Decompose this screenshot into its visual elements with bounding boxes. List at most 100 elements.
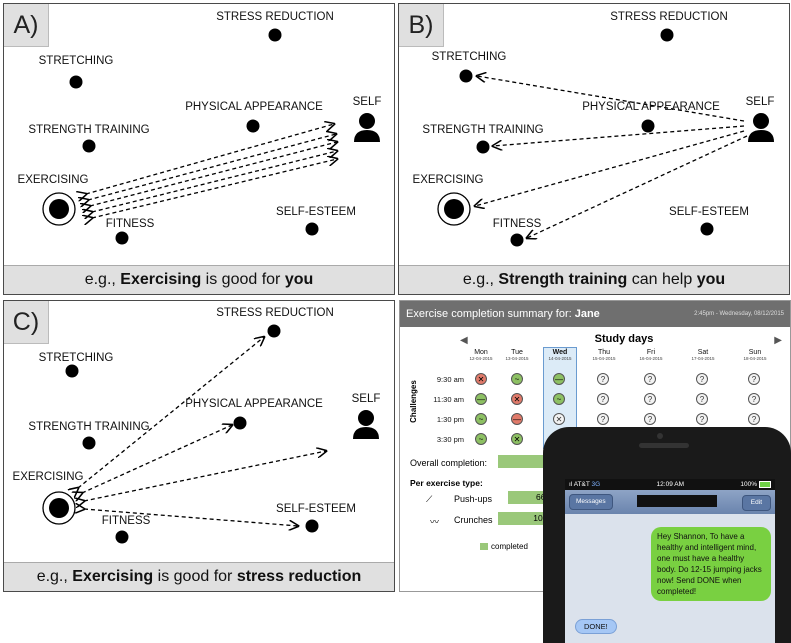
battery-icon xyxy=(758,480,771,488)
pushups-icon: ⟋ xyxy=(426,494,433,504)
next-week-arrow-icon[interactable]: ▶ xyxy=(774,335,782,346)
caption: e.g., Strength training can help you xyxy=(399,265,789,294)
pushups-label: Push-ups xyxy=(454,494,493,504)
battery-percent: 100% xyxy=(740,481,757,489)
cell-pending[interactable]: ? xyxy=(644,393,656,405)
nav-bar: Messages Edit xyxy=(565,490,775,514)
status-bar: ıl AT&T 3G 12:09 AM 100% xyxy=(565,479,775,490)
cell-completed[interactable]: ~ xyxy=(475,433,487,445)
label-self: SELF xyxy=(351,393,381,405)
messages-back-button[interactable]: Messages xyxy=(569,494,613,510)
label-strength-training: STRENGTH TRAINING xyxy=(28,124,150,136)
crunches-label: Crunches xyxy=(454,515,493,525)
overall-completion-label: Overall completion: xyxy=(410,458,488,468)
cell-pending[interactable]: ? xyxy=(696,373,708,385)
cell-completed[interactable]: — xyxy=(475,393,487,405)
cell-pending[interactable]: ? xyxy=(644,373,656,385)
label-exercising: EXERCISING xyxy=(412,174,484,186)
node-self-esteem xyxy=(700,222,714,236)
node-exercising xyxy=(49,498,69,518)
cell-pending[interactable]: ? xyxy=(597,393,609,405)
self-person-icon xyxy=(354,113,380,142)
node-stretching xyxy=(65,364,79,378)
node-self-esteem xyxy=(305,519,319,533)
label-physical-appearance: PHYSICAL APPEARANCE xyxy=(582,101,720,113)
concept-diagram xyxy=(42,324,379,544)
label-stretching: STRETCHING xyxy=(38,352,114,364)
node-strength-training xyxy=(82,436,96,450)
label-physical-appearance: PHYSICAL APPEARANCE xyxy=(185,101,323,113)
contact-name-redacted xyxy=(637,495,717,507)
prev-week-arrow-icon[interactable]: ◀ xyxy=(460,335,468,346)
sent-message-bubble: Hey Shannon, To have a healthy and intel… xyxy=(651,527,771,601)
node-stretching xyxy=(69,75,83,89)
user-name: Jane xyxy=(574,308,600,320)
node-fitness xyxy=(115,231,129,245)
cell-pending[interactable]: ? xyxy=(696,393,708,405)
cell-completed[interactable]: ✕ xyxy=(511,433,523,445)
cell-pending[interactable]: ? xyxy=(597,373,609,385)
node-stretching xyxy=(459,69,473,83)
node-strength-training xyxy=(476,140,490,154)
legend-label: completed xyxy=(491,542,528,551)
camera-icon xyxy=(657,433,663,439)
self-person-icon xyxy=(353,410,379,439)
cell-pending[interactable]: ? xyxy=(696,413,708,425)
signal-icon: ıl xyxy=(569,481,574,488)
label-exercising: EXERCISING xyxy=(17,174,89,186)
panel-a: A) STRESS REDUCTION STRETCHING PHYSICAL … xyxy=(3,3,395,295)
label-fitness: FITNESS xyxy=(101,515,151,527)
cell-missed[interactable]: — xyxy=(511,413,523,425)
self-person-icon xyxy=(748,113,774,142)
panel-tag: B) xyxy=(399,4,444,47)
node-fitness xyxy=(510,233,524,247)
cell-pending[interactable]: ? xyxy=(748,413,760,425)
cell-completed[interactable]: ~ xyxy=(511,373,523,385)
legend-completed: completed xyxy=(480,542,528,551)
phone-screen: ıl AT&T 3G 12:09 AM 100% Messages Edit H… xyxy=(565,479,775,643)
cell-completed[interactable]: ~ xyxy=(553,393,565,405)
label-self-esteem: SELF-ESTEEM xyxy=(276,503,356,515)
label-stress-reduction: STRESS REDUCTION xyxy=(216,11,334,23)
cell-completed[interactable]: — xyxy=(553,373,565,385)
time-label: 11:30 am xyxy=(433,395,464,404)
cell-pending[interactable]: ? xyxy=(748,393,760,405)
node-strength-training xyxy=(82,139,96,153)
received-message-bubble: DONE! xyxy=(575,619,617,634)
per-exercise-type-label: Per exercise type: xyxy=(410,478,483,488)
cell-pending[interactable]: ? xyxy=(597,413,609,425)
cell-missed[interactable]: ✕ xyxy=(511,393,523,405)
phone: ıl AT&T 3G 12:09 AM 100% Messages Edit H… xyxy=(543,427,791,643)
label-exercising: EXERCISING xyxy=(12,471,84,483)
cell-pending[interactable]: ? xyxy=(644,413,656,425)
node-stress-reduction xyxy=(268,28,282,42)
node-physical-appearance xyxy=(233,416,247,430)
cell-completed[interactable]: ~ xyxy=(475,413,487,425)
study-days-title: Study days xyxy=(594,333,654,345)
node-stress-reduction xyxy=(660,28,674,42)
node-fitness xyxy=(115,530,129,544)
node-self-esteem xyxy=(305,222,319,236)
caption: e.g., Exercising is good for you xyxy=(4,265,394,294)
legend-swatch xyxy=(480,543,488,550)
label-self-esteem: SELF-ESTEEM xyxy=(669,206,749,218)
node-exercising xyxy=(49,199,69,219)
network: 3G xyxy=(591,481,601,488)
edit-button[interactable]: Edit xyxy=(741,495,771,511)
challenges-label: Challenges xyxy=(408,380,418,423)
cell-pending[interactable]: ? xyxy=(748,373,760,385)
cell-pending[interactable]: ✕ xyxy=(553,413,565,425)
study-days-bar: ◀ Study days ▶ xyxy=(460,333,788,348)
summary-timestamp: 2:45pm - Wednesday, 08/12/2015 xyxy=(694,311,784,317)
label-self-esteem: SELF-ESTEEM xyxy=(276,206,356,218)
node-physical-appearance xyxy=(641,119,655,133)
label-fitness: FITNESS xyxy=(105,218,155,230)
cell-missed[interactable]: ✕ xyxy=(475,373,487,385)
